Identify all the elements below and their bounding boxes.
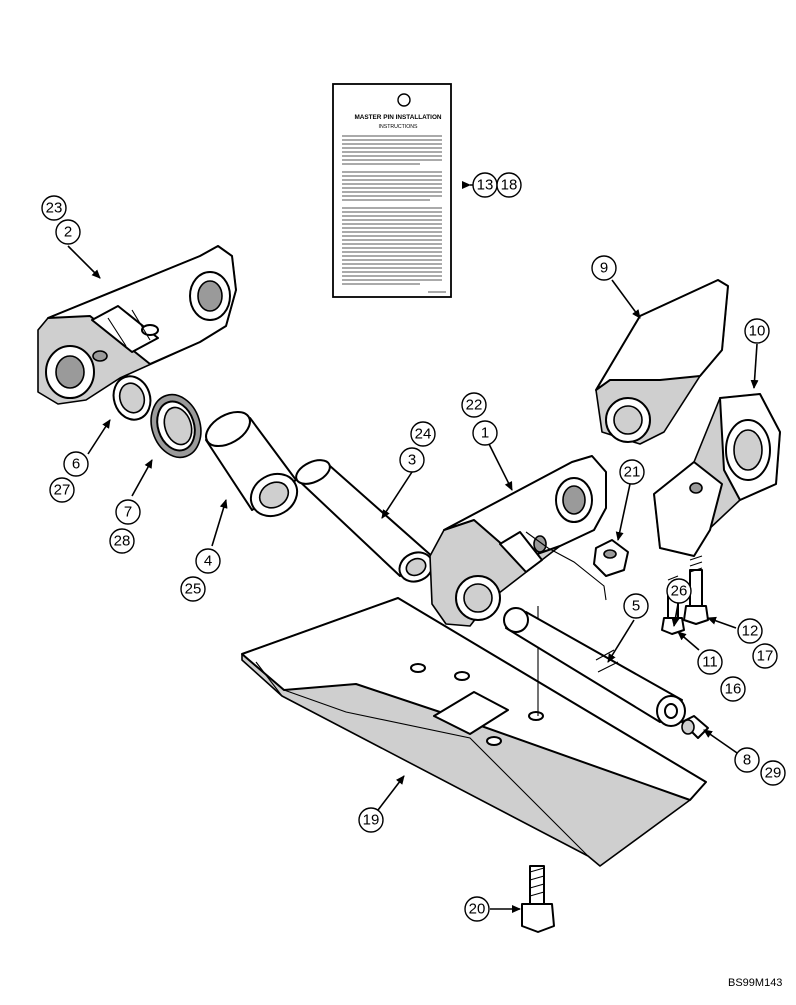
master-pin [503, 607, 686, 727]
callout-6: 6 [63, 451, 89, 477]
link-bolt-long [683, 555, 709, 625]
callout-28: 28 [109, 528, 135, 554]
callout-23: 23 [41, 195, 67, 221]
track-bushing [205, 410, 299, 518]
bushing-ring [112, 375, 152, 421]
callout-8: 8 [734, 747, 760, 773]
callout-17: 17 [752, 643, 778, 669]
svg-text:11: 11 [702, 654, 718, 671]
callout-18: 18 [496, 172, 522, 198]
svg-text:21: 21 [624, 464, 641, 481]
shoe-bolt [521, 865, 555, 933]
svg-text:18: 18 [501, 177, 518, 194]
svg-text:19: 19 [363, 812, 380, 829]
svg-text:20: 20 [469, 901, 486, 918]
svg-text:16: 16 [725, 681, 742, 698]
callout-25: 25 [180, 576, 206, 602]
svg-text:22: 22 [466, 397, 483, 414]
svg-text:17: 17 [757, 648, 774, 665]
svg-text:26: 26 [671, 583, 688, 600]
callout-20: 20 [464, 896, 490, 922]
shoe-bolt-hole [454, 671, 470, 681]
svg-text:23: 23 [46, 200, 63, 217]
hex-nut [593, 539, 629, 577]
svg-text:29: 29 [765, 765, 782, 782]
callout-3: 3 [399, 447, 425, 473]
shoe-bolt-hole [410, 663, 426, 673]
callout-29: 29 [760, 760, 786, 786]
track-link-left [37, 245, 237, 405]
callout-9: 9 [591, 255, 617, 281]
leader-lines [67, 181, 759, 913]
master-pin-instruction-card: MASTER PIN INSTALLATION INSTRUCTIONS [332, 83, 452, 298]
callout-1: 1 [472, 420, 498, 446]
master-link-lower [653, 393, 781, 557]
shoe-bolt-hole [528, 711, 544, 721]
callout-21: 21 [619, 459, 645, 485]
card-hole-icon [397, 93, 411, 107]
figure-code: BS99M143 [728, 977, 782, 989]
card-body-lines [342, 135, 446, 293]
master-link-upper [595, 279, 729, 445]
callout-27: 27 [49, 477, 75, 503]
svg-text:1: 1 [481, 425, 489, 442]
card-subtitle: INSTRUCTIONS [379, 124, 418, 130]
seal-ring [150, 393, 202, 459]
svg-text:24: 24 [415, 426, 432, 443]
callout-13: 13 [472, 172, 498, 198]
callout-16: 16 [720, 676, 746, 702]
track-pin [295, 459, 435, 583]
svg-text:8: 8 [743, 752, 751, 769]
pin-plug [681, 715, 709, 739]
callout-12: 12 [737, 618, 763, 644]
track-shoe-plate [241, 597, 707, 867]
callout-11: 11 [697, 649, 723, 675]
track-link-right [429, 455, 607, 627]
callout-26: 26 [666, 578, 692, 604]
callout-22: 22 [461, 392, 487, 418]
svg-text:9: 9 [600, 260, 608, 277]
callout-4: 4 [195, 548, 221, 574]
callout-2: 2 [55, 219, 81, 245]
card-title: MASTER PIN INSTALLATION [354, 114, 441, 121]
callout-10: 10 [744, 318, 770, 344]
shoe-bolt-hole [486, 736, 502, 746]
callout-19: 19 [358, 807, 384, 833]
svg-text:10: 10 [749, 323, 766, 340]
svg-text:2: 2 [64, 224, 72, 241]
callout-7: 7 [115, 499, 141, 525]
svg-text:7: 7 [124, 504, 132, 521]
shoe-center-opening [433, 691, 509, 735]
svg-text:5: 5 [632, 598, 640, 615]
svg-text:25: 25 [185, 581, 202, 598]
svg-text:3: 3 [408, 452, 416, 469]
svg-text:28: 28 [114, 533, 131, 550]
svg-text:4: 4 [204, 553, 212, 570]
svg-text:12: 12 [742, 623, 759, 640]
svg-text:6: 6 [72, 456, 80, 473]
svg-text:13: 13 [477, 177, 494, 194]
callout-5: 5 [623, 593, 649, 619]
svg-text:27: 27 [54, 482, 71, 499]
callout-24: 24 [410, 421, 436, 447]
